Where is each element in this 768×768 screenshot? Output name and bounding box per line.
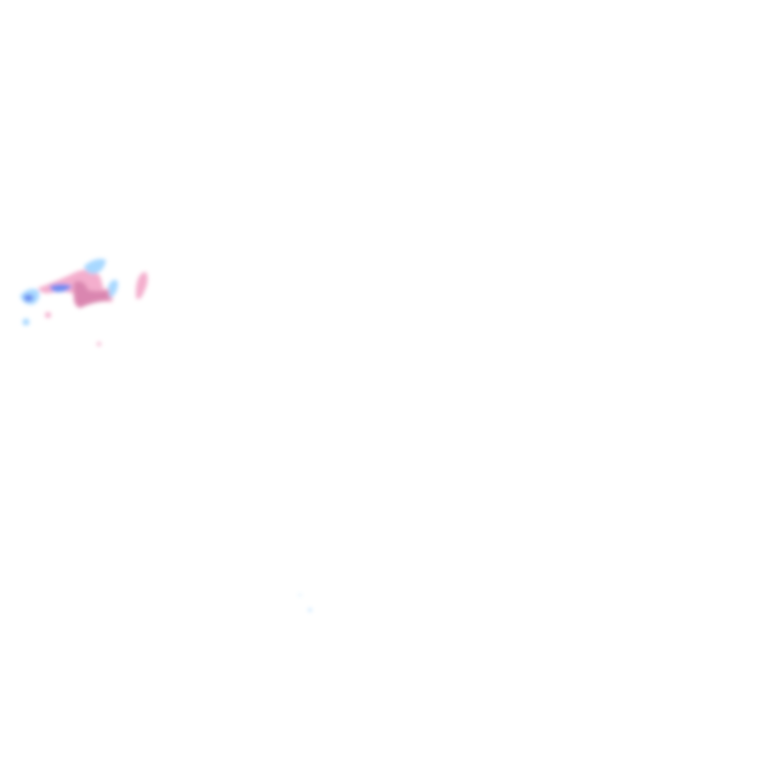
- pink-blob-far-right: [136, 272, 148, 300]
- light-blue-blob-right: [108, 279, 118, 298]
- blue-blob-core: [50, 284, 72, 292]
- pink-dot: [97, 342, 101, 346]
- light-blue-blob-top: [84, 258, 106, 274]
- blue-speck: [299, 594, 301, 596]
- light-blue-dot: [22, 318, 30, 326]
- blue-speck: [308, 608, 312, 612]
- blue-blob-left-core: [24, 294, 34, 302]
- magenta-blob-center: [73, 281, 110, 308]
- pink-dot: [45, 312, 51, 318]
